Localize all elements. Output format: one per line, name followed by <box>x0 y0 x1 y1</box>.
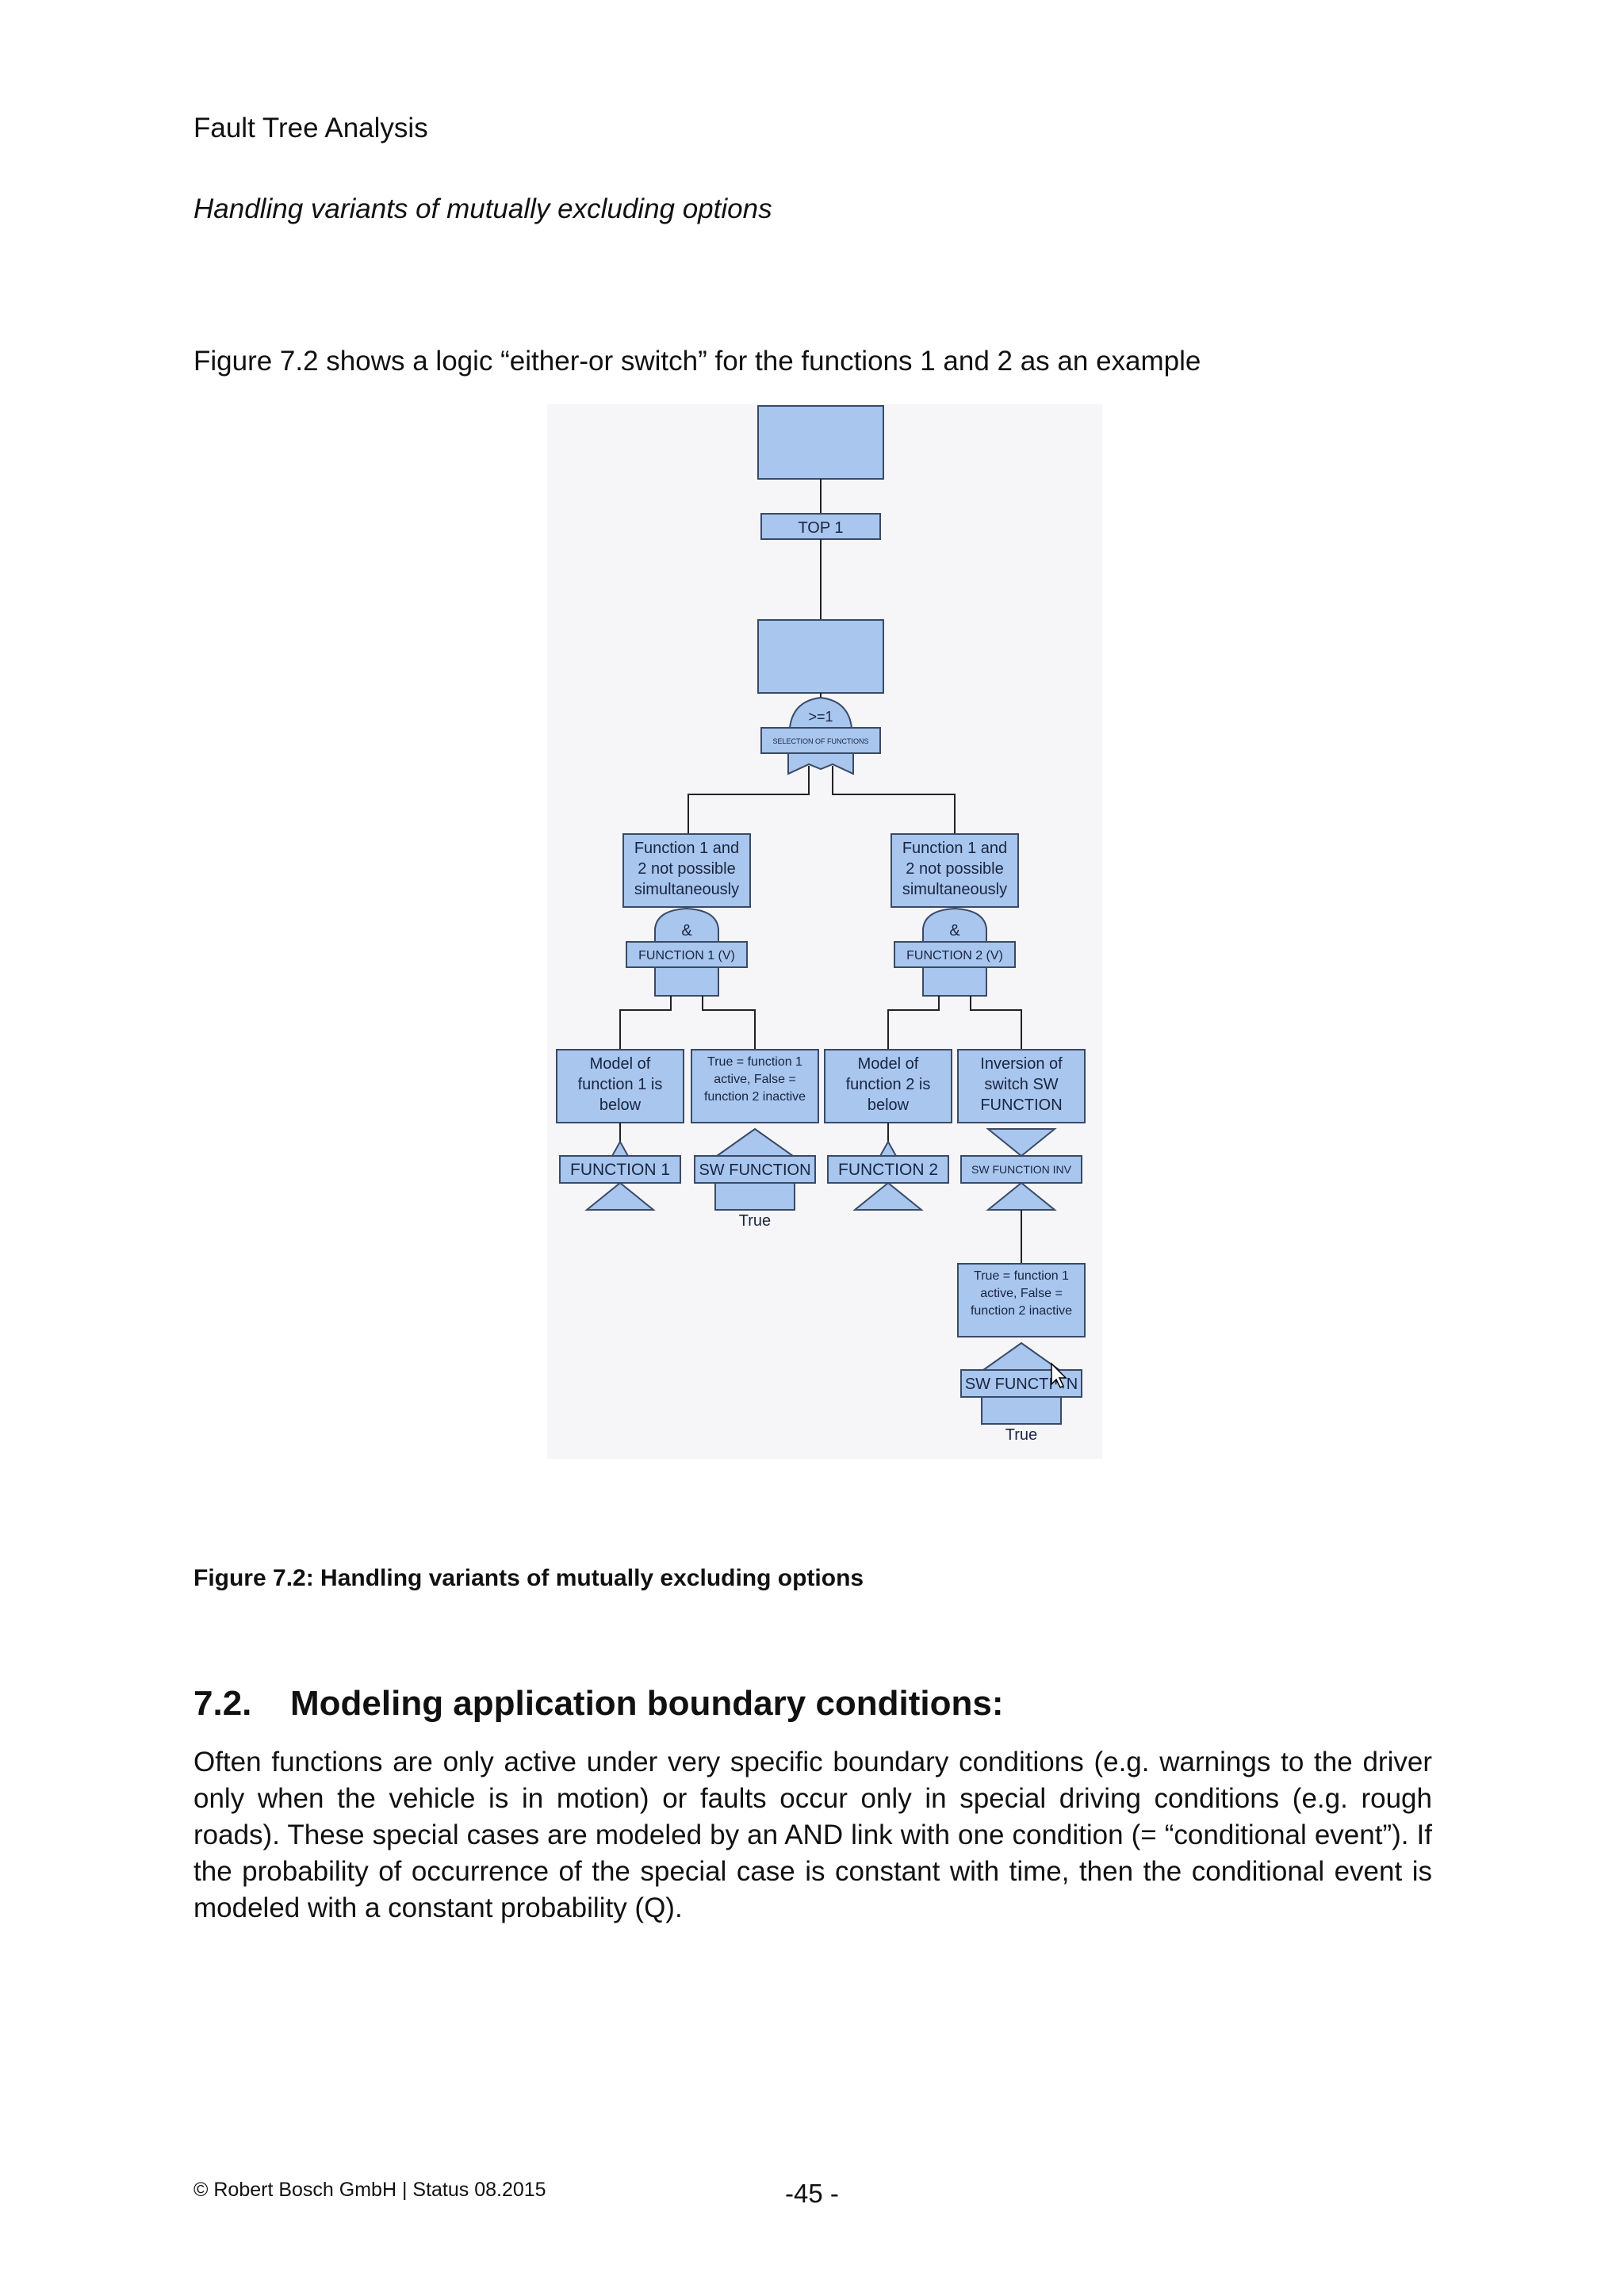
left-model-desc-box <box>556 1049 684 1123</box>
connector <box>702 996 756 1050</box>
left-model-line-3: below <box>599 1096 642 1114</box>
left-sw-line-2: active, False = <box>714 1073 796 1086</box>
left-desc-line-3: simultaneously <box>634 881 739 898</box>
left-sw-line-3: function 2 inactive <box>704 1090 806 1104</box>
right-sw-desc-box <box>957 1263 1086 1337</box>
right-sw-value: True <box>1005 1426 1037 1444</box>
footer-copyright: © Robert Bosch GmbH | Status 08.2015 <box>193 2179 546 2201</box>
left-desc-line-2: 2 not possible <box>638 860 735 878</box>
running-title: Fault Tree Analysis <box>193 113 428 144</box>
left-model-line-1: Model of <box>590 1055 651 1073</box>
page-subtitle: Handling variants of mutually excluding … <box>193 193 772 224</box>
left-model-label: FUNCTION 1 <box>570 1161 670 1179</box>
right-model-label-box <box>827 1155 949 1184</box>
left-and-gate-icon <box>654 907 719 943</box>
right-model-line-1: Model of <box>858 1055 919 1073</box>
connector <box>970 996 1022 1050</box>
left-sw-desc-box <box>691 1049 819 1123</box>
right-desc-line-3: simultaneously <box>902 881 1007 898</box>
section-paragraph: Often functions are only active under ve… <box>193 1747 1432 1923</box>
right-model-label: FUNCTION 2 <box>838 1161 938 1179</box>
left-desc-line-1: Function 1 and <box>634 840 739 857</box>
top-label-box <box>760 513 881 540</box>
left-model-line-2: function 1 is <box>578 1076 663 1093</box>
or-gate-label: SELECTION OF FUNCTIONS <box>772 737 868 745</box>
or-gate-icon <box>788 696 853 729</box>
right-model-line-3: below <box>868 1096 910 1114</box>
left-sw-line-1: True = function 1 <box>707 1055 802 1069</box>
fault-tree-diagram: TOP 1 >=1 SELECTION OF FUNCTIONS Functio… <box>556 405 1086 1444</box>
right-inv-line-1: Inversion of <box>980 1055 1063 1073</box>
right-inv-desc-box <box>957 1049 1086 1123</box>
right-model-line-2: function 2 is <box>846 1076 931 1093</box>
right-sw-line-3: function 2 inactive <box>971 1304 1072 1318</box>
right-sw-line-2: active, False = <box>980 1287 1063 1300</box>
right-model-desc-box <box>824 1049 952 1123</box>
right-and-symbol: & <box>949 922 960 939</box>
figure-caption: Figure 7.2: Handling variants of mutuall… <box>193 1565 864 1591</box>
connector <box>688 766 810 834</box>
top-label: TOP 1 <box>798 519 843 537</box>
left-desc-box <box>622 833 751 908</box>
right-gate-base <box>922 966 987 997</box>
right-sw-label: SW FUNCTI↖N <box>965 1376 1078 1393</box>
right-and-gate-icon <box>922 907 987 943</box>
house-event-base <box>981 1396 1062 1425</box>
left-gate-label-box <box>626 941 748 968</box>
right-sw-line-1: True = function 1 <box>974 1269 1069 1283</box>
transfer-triangle-icon <box>584 1181 656 1211</box>
right-desc-line-2: 2 not possible <box>906 860 1003 878</box>
right-gate-label: FUNCTION 2 (V) <box>906 949 1003 962</box>
top-event-box <box>757 405 884 480</box>
right-inv-label-box <box>960 1155 1082 1184</box>
section-title: Modeling application boundary conditions… <box>290 1684 1004 1723</box>
connector <box>887 996 940 1050</box>
left-gate-label: FUNCTION 1 (V) <box>638 949 735 962</box>
or-event-box <box>757 619 884 694</box>
or-gate-symbol: >=1 <box>808 709 833 725</box>
left-sw-label: SW FUNCTION <box>699 1161 810 1179</box>
or-gate-base-icon <box>787 752 854 775</box>
right-inv-label: SW FUNCTION INV <box>971 1163 1072 1176</box>
right-desc-line-1: Function 1 and <box>902 840 1007 857</box>
right-inv-line-2: switch SW <box>984 1076 1058 1093</box>
transfer-triangle-icon <box>852 1181 924 1211</box>
not-gate-top-icon <box>986 1128 1057 1158</box>
left-and-symbol: & <box>681 922 692 939</box>
mouse-cursor-icon <box>1051 1362 1067 1389</box>
section-number: 7.2. <box>193 1684 252 1723</box>
left-sw-value: True <box>739 1212 771 1230</box>
page-number: -45 - <box>785 2179 839 2208</box>
left-gate-base <box>654 966 719 997</box>
connector <box>832 766 956 834</box>
left-model-label-box <box>559 1155 681 1184</box>
right-desc-box <box>891 833 1019 908</box>
right-inv-line-3: FUNCTION <box>980 1096 1062 1114</box>
house-event-base <box>714 1182 795 1211</box>
connector <box>619 996 672 1050</box>
left-sw-label-box <box>694 1155 816 1184</box>
intro-text: Figure 7.2 shows a logic “either-or swit… <box>193 346 1201 377</box>
